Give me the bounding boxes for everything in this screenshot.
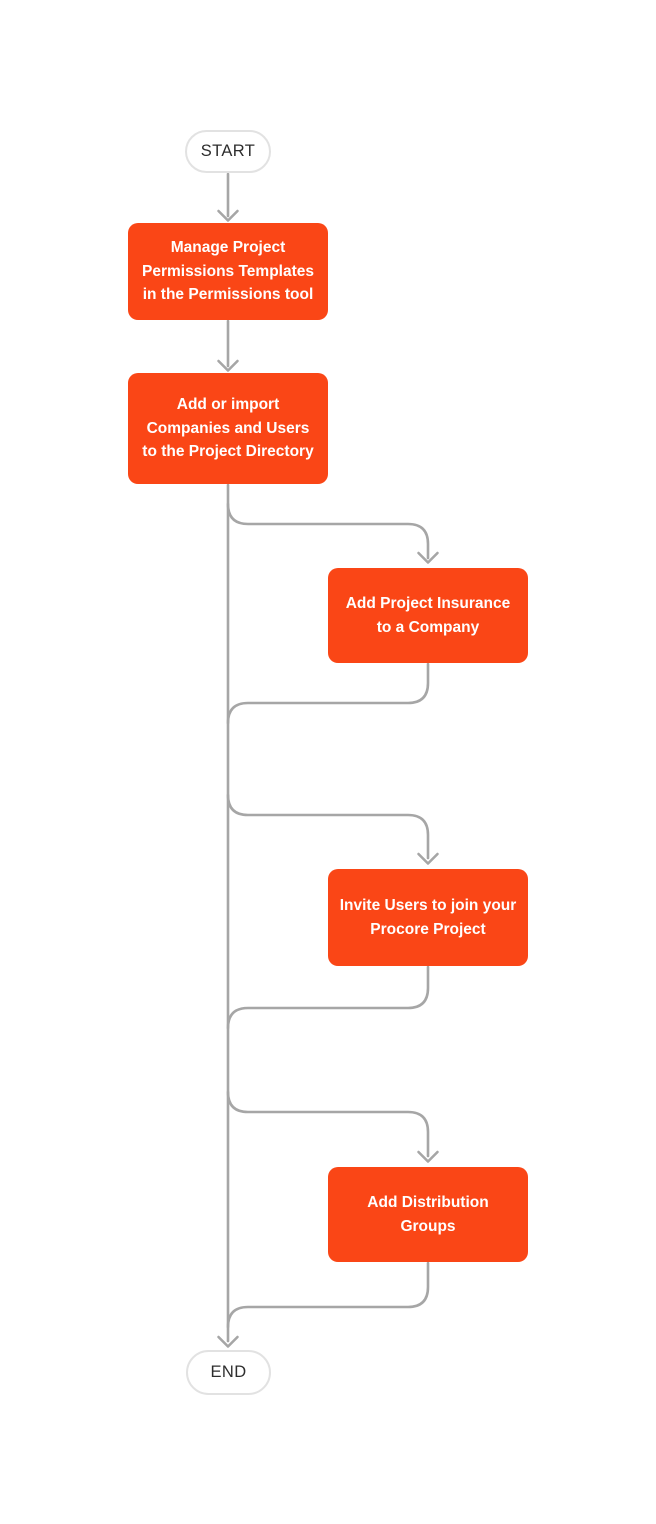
end-label: END (210, 1363, 247, 1381)
step-label: Invite Users to join your Procore Projec… (339, 897, 517, 938)
start-node: START (185, 130, 271, 173)
arrowhead-branch-to-step5 (417, 1150, 439, 1163)
connector-branch-to-step5 (226, 1090, 430, 1158)
arrowhead-step1-to-step2 (217, 359, 239, 372)
step-label: Add Project Insurance to a Company (345, 595, 511, 636)
step-invite-users[interactable]: Invite Users to join your Procore Projec… (328, 869, 528, 966)
step-label: Add or import Companies and Users to the… (142, 396, 314, 461)
connector-step4-to-trunk (226, 965, 430, 1030)
connector-step3-to-trunk (226, 662, 430, 725)
step-label: Manage Project Permissions Templates in … (141, 239, 314, 304)
arrowhead-branch-to-step3 (417, 551, 439, 564)
arrowhead-branch-to-step4 (417, 852, 439, 865)
step-add-distribution-groups[interactable]: Add Distribution Groups (328, 1167, 528, 1262)
connector-branch-to-step4 (226, 793, 430, 860)
connector-step5-to-trunk (226, 1261, 430, 1329)
step-manage-permissions-templates[interactable]: Manage Project Permissions Templates in … (128, 223, 328, 320)
arrowhead-start-to-step1 (217, 209, 239, 222)
start-label: START (200, 142, 256, 160)
step-label: Add Distribution Groups (367, 1194, 489, 1235)
connector-branch-to-step3 (226, 502, 430, 560)
step-add-import-companies-users[interactable]: Add or import Companies and Users to the… (128, 373, 328, 484)
end-node: END (186, 1350, 271, 1395)
step-add-project-insurance[interactable]: Add Project Insurance to a Company (328, 568, 528, 663)
arrowhead-trunk-to-end (217, 1335, 239, 1348)
